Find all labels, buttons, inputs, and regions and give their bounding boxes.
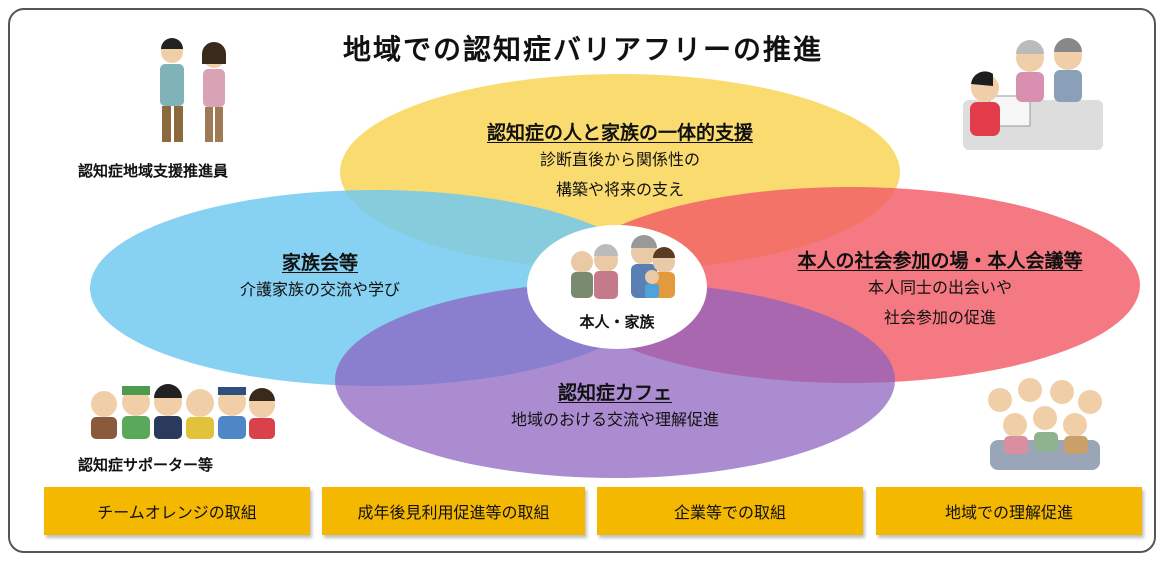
consultation-illustration [963, 38, 1103, 150]
diagram-title: 地域での認知症バリアフリーの推進 [342, 33, 823, 66]
top-ellipse-line2: 構築や将来の支え [555, 180, 684, 199]
center-label: 本人・家族 [579, 313, 655, 331]
bottom-ellipse-heading: 認知症カフェ [557, 382, 672, 404]
top-ellipse-line1: 診断直後から関係性の [539, 150, 700, 169]
top-ellipse-text: 認知症の人と家族の一体的支援 診断直後から関係性の 構築や将来の支え [420, 118, 820, 205]
bottom-ellipse-text: 認知症カフェ 地域のおける交流や理解促進 [440, 378, 790, 435]
right-ellipse-line1: 本人同士の出会いや [867, 278, 1012, 297]
supporters-label: 認知症サポーター等 [78, 456, 214, 474]
support-staff-illustration [160, 38, 226, 142]
community-crowd-illustration [988, 378, 1102, 470]
ellipse-bottom [335, 282, 895, 478]
family-illustration [571, 235, 675, 299]
supporters-illustration [91, 384, 275, 439]
left-ellipse-line1: 介護家族の交流や学び [239, 280, 400, 299]
right-ellipse-line2: 社会参加の促進 [883, 308, 996, 327]
right-ellipse-text: 本人の社会参加の場・本人会議等 本人同士の出会いや 社会参加の促進 [740, 246, 1140, 333]
guardianship-button[interactable]: 成年後見利用促進等の取組 [322, 487, 585, 535]
top-ellipse-heading: 認知症の人と家族の一体的支援 [486, 122, 753, 144]
support-staff-label: 認知症地域支援推進員 [78, 162, 229, 180]
left-ellipse-text: 家族会等 介護家族の交流や学び [180, 248, 460, 305]
left-ellipse-heading: 家族会等 [281, 252, 358, 274]
bottom-ellipse-line1: 地域のおける交流や理解促進 [510, 410, 719, 429]
right-ellipse-heading: 本人の社会参加の場・本人会議等 [797, 250, 1083, 272]
community-understanding-button[interactable]: 地域での理解促進 [876, 487, 1142, 535]
corporate-button[interactable]: 企業等での取組 [597, 487, 863, 535]
team-orange-button[interactable]: チームオレンジの取組 [44, 487, 310, 535]
